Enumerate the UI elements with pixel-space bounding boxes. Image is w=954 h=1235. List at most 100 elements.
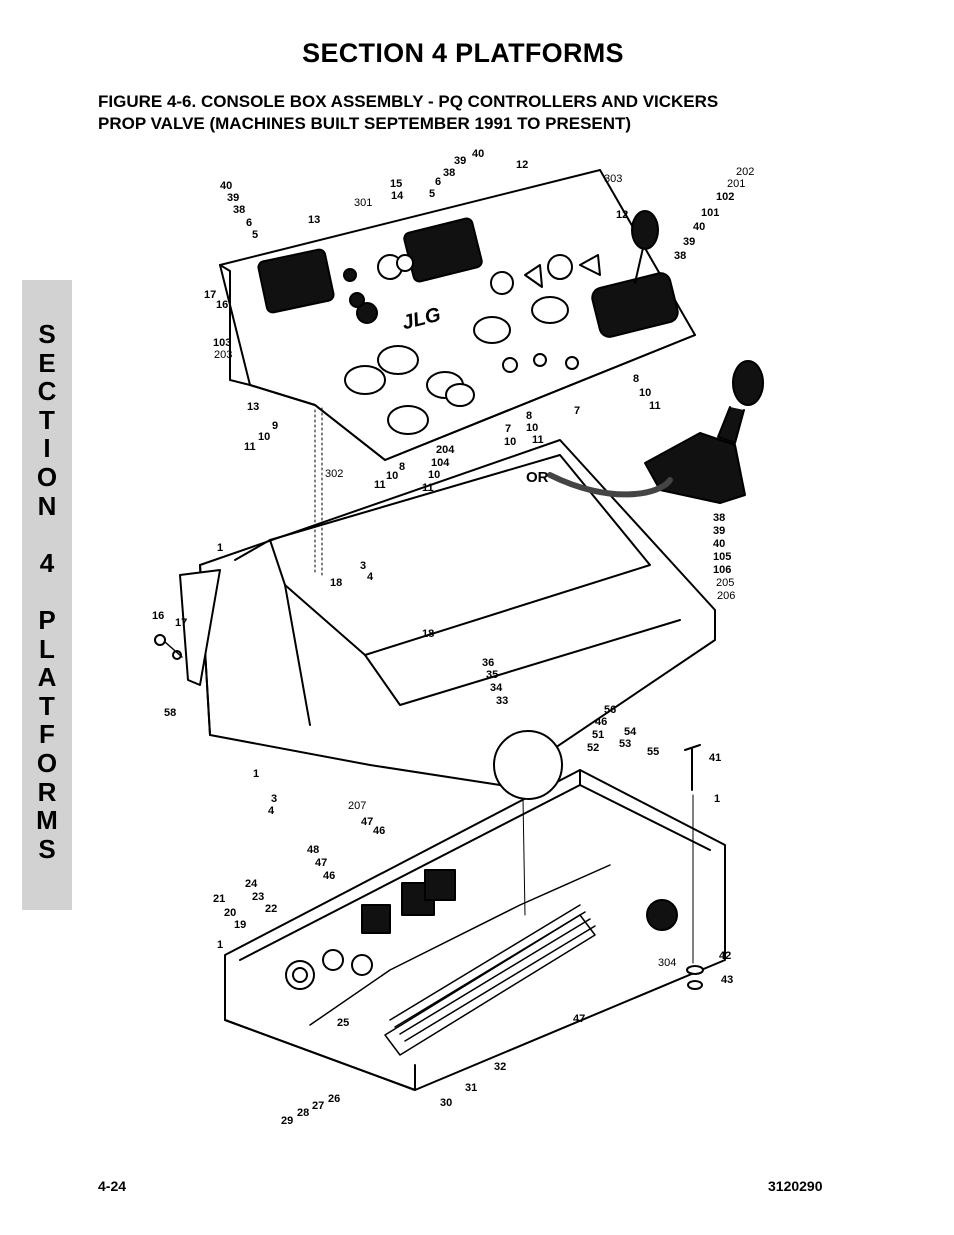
callout-number: 6: [435, 176, 442, 188]
callout-number: 202: [736, 166, 755, 178]
callout-number: 4: [367, 571, 374, 583]
side-tab-letter: E: [38, 347, 56, 378]
callout-number: 39: [227, 192, 240, 204]
callout-number: 8: [526, 410, 533, 422]
callout-number: 15: [390, 178, 403, 190]
callout-number: 17: [175, 617, 188, 629]
panel-bottom-flange: [249, 334, 696, 461]
callout-number: 12: [516, 159, 529, 171]
side-tab-letter: N: [37, 490, 57, 521]
callout-number: 40: [220, 180, 233, 192]
callout-number: 52: [587, 742, 600, 754]
callout-number: 40: [472, 148, 485, 160]
callout-number: 1: [217, 939, 224, 951]
round-plug-304: [646, 899, 678, 931]
side-tab-letter: S: [38, 833, 56, 864]
callout-number: 46: [373, 825, 386, 837]
callout-number: 27: [312, 1100, 325, 1112]
panel-joystick-base: [591, 272, 679, 338]
callout-number: 23: [252, 891, 265, 903]
side-tab-letter: R: [37, 776, 57, 807]
callout-number: 51: [592, 729, 605, 741]
footer-page-number: 4-24: [98, 1178, 127, 1194]
left-controller-body: [257, 248, 335, 314]
exploded-view-diagram: JLG OR 40 39 38 6 5 15 14 6 5 38 39 40 1…: [140, 145, 780, 1140]
or-label: OR: [526, 469, 549, 486]
side-tab-letter: T: [39, 404, 55, 435]
callout-number: 10: [639, 387, 652, 399]
side-tab-letter: F: [39, 719, 55, 750]
callout-number: 11: [244, 441, 256, 453]
callout-number: 301: [354, 197, 373, 209]
callout-number: 14: [391, 190, 404, 202]
callout-number: 13: [247, 401, 260, 413]
callout-number: 11: [532, 434, 544, 446]
callout-number: 26: [328, 1093, 341, 1105]
callout-number: 103: [213, 337, 232, 349]
callout-number: 16: [216, 299, 229, 311]
alternate-joystick-base: [644, 432, 746, 504]
callout-number: 22: [265, 903, 278, 915]
callout-number: 5: [429, 188, 436, 200]
callout-number: 201: [727, 178, 746, 190]
side-tab-letter: O: [36, 461, 58, 492]
callout-number: 39: [454, 155, 467, 167]
callout-number: 8: [399, 461, 406, 473]
callout-number: 7: [505, 423, 512, 435]
console-box-outline: [199, 439, 716, 786]
callout-number: 55: [647, 746, 660, 758]
callout-number: 1: [217, 542, 224, 554]
side-tab-letter: O: [36, 747, 58, 778]
callout-number: 102: [716, 191, 735, 203]
callout-number: 34: [490, 682, 503, 694]
side-tab-letter: C: [37, 376, 57, 407]
terminal-strip: [384, 904, 596, 1056]
callout-number: 3: [360, 560, 367, 572]
callout-number: 7: [574, 405, 581, 417]
callout-number: 47: [315, 857, 328, 869]
callout-number: 106: [713, 564, 732, 576]
callout-number: 6: [246, 217, 253, 229]
callout-number: 1: [253, 768, 260, 780]
callout-number: 3: [271, 793, 278, 805]
callout-number: 4: [268, 805, 275, 817]
callout-number: 18: [330, 577, 343, 589]
callout-number: 35: [486, 669, 499, 681]
callout-number: 1: [714, 793, 721, 805]
callout-number: 9: [272, 420, 279, 432]
callout-number: 11: [374, 479, 386, 491]
callout-number: 38: [443, 167, 456, 179]
callout-number: 39: [713, 525, 726, 537]
callout-number: 19: [234, 919, 247, 931]
figure-caption-line-1: FIGURE 4-6. CONSOLE BOX ASSEMBLY - PQ CO…: [98, 92, 719, 111]
callout-number: 11: [649, 400, 661, 412]
side-tab-letter: M: [36, 805, 58, 836]
callout-number: 10: [526, 422, 539, 434]
callout-number: 10: [258, 431, 271, 443]
callout-number: 46: [595, 716, 608, 728]
callout-number: 38: [713, 512, 726, 524]
callout-number: 8: [633, 373, 640, 385]
callout-number: 54: [624, 726, 637, 738]
footer-document-number: 3120290: [768, 1178, 823, 1194]
callout-number: 11: [422, 482, 434, 494]
panel-joystick-knob: [631, 210, 659, 250]
callout-number: 36: [482, 657, 495, 669]
callout-number: 38: [233, 204, 246, 216]
callout-number: 203: [214, 349, 233, 361]
side-tab-letter: S: [38, 319, 56, 349]
side-tab-letter: T: [39, 690, 55, 721]
callout-number: 17: [204, 289, 217, 301]
callout-number: 39: [683, 236, 696, 248]
callout-number: 32: [494, 1061, 507, 1073]
callout-number: 18: [422, 628, 435, 640]
callout-number: 10: [386, 470, 399, 482]
figure-caption-line-2: PROP VALVE (MACHINES BUILT SEPTEMBER 199…: [98, 114, 632, 133]
callout-number: 105: [713, 551, 732, 563]
callout-number: 56: [604, 704, 617, 716]
callout-number: 24: [245, 878, 258, 890]
callout-number: 48: [307, 844, 320, 856]
callout-number: 47: [361, 816, 374, 828]
callout-number: 40: [713, 538, 726, 550]
side-tab-letter: P: [38, 604, 56, 635]
